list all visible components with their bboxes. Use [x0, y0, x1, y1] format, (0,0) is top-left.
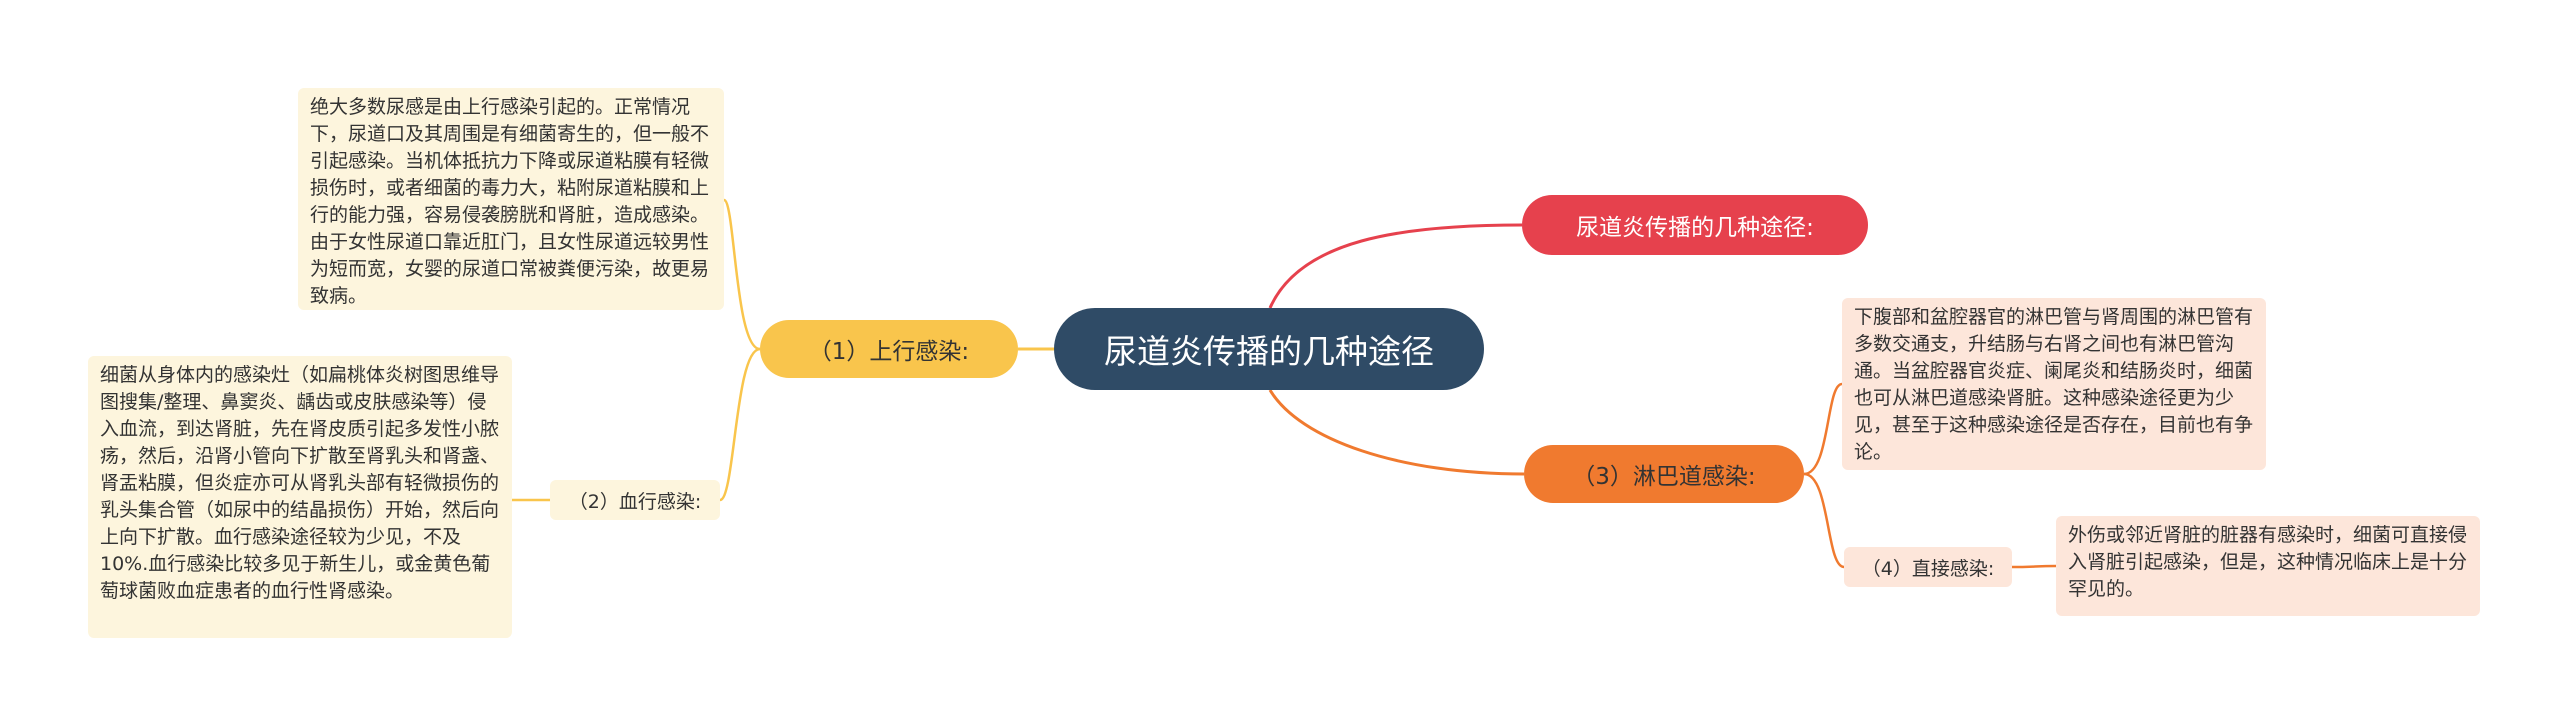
link-lymph-detail — [1803, 382, 1843, 476]
branch-blood-infection[interactable]: （2）血行感染: — [550, 480, 720, 520]
detail-direct-infection: 外伤或邻近肾脏的脏器有感染时，细菌可直接侵入肾脏引起感染，但是，这种情况临床上是… — [2056, 516, 2480, 616]
branch-lymphatic-infection[interactable]: （3）淋巴道感染: — [1524, 445, 1804, 503]
link-direct-detail — [2011, 564, 2057, 569]
link-root-routes — [1268, 223, 1523, 309]
link-root-lymph — [1268, 389, 1525, 476]
central-topic[interactable]: 尿道炎传播的几种途径 — [1054, 308, 1484, 390]
detail-lymphatic-infection: 下腹部和盆腔器官的淋巴管与肾周围的淋巴管有多数交通支，升结肠与右肾之间也有淋巴管… — [1842, 298, 2266, 470]
branch-transmission-routes[interactable]: 尿道炎传播的几种途径: — [1522, 195, 1868, 255]
link-lymph-direct — [1803, 472, 1845, 569]
link-upper-blood — [719, 347, 761, 502]
detail-upper-infection: 绝大多数尿感是由上行感染引起的。正常情况下，尿道口及其周围是有细菌寄生的，但一般… — [298, 88, 724, 310]
link-upper-detail — [722, 198, 761, 351]
detail-blood-infection: 细菌从身体内的感染灶（如扁桃体炎树图思维导图搜集/整理、鼻窦炎、龋齿或皮肤感染等… — [88, 356, 512, 638]
branch-upper-infection[interactable]: （1）上行感染: — [760, 320, 1018, 378]
branch-direct-infection[interactable]: （4）直接感染: — [1844, 547, 2012, 587]
